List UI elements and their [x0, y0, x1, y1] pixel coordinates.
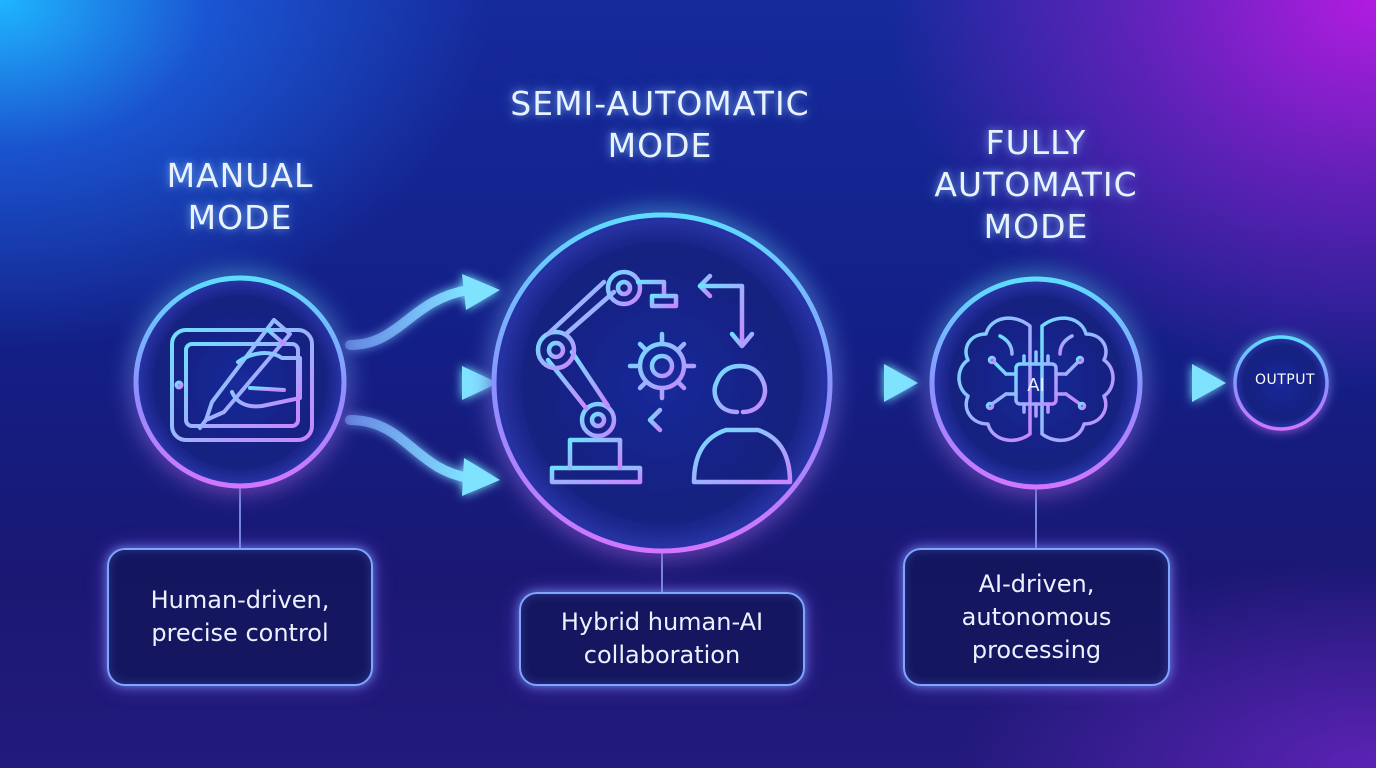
arrow-upper: [345, 285, 473, 350]
stage-title-semi-automatic: SEMI-AUTOMATIC MODE: [510, 84, 810, 165]
fully-automatic-mode-node: AI: [929, 276, 1143, 490]
semi-automatic-mode-node: [491, 212, 833, 554]
robot-arm-gear-person-icon: [535, 269, 793, 485]
ai-brain-icon: [957, 316, 1115, 443]
manual-mode-node: [133, 275, 347, 489]
arrow-semi-to-full: [831, 364, 918, 402]
hand-writing-tablet-icon: [170, 318, 314, 442]
person-icon: [691, 363, 793, 485]
stage-description-semi-automatic: Hybrid human-AI collaboration: [519, 592, 805, 686]
stage-title-fully-automatic: FULLY AUTOMATIC MODE: [934, 123, 1138, 246]
stage-title-manual: MANUAL MODE: [166, 156, 314, 237]
arrowhead-upper: [462, 274, 500, 310]
flow-arrows-manual-to-semi: [345, 285, 475, 483]
arrow-full-to-output: [1141, 364, 1226, 402]
arrow-lower: [345, 415, 475, 483]
connector-lines: [239, 487, 1037, 592]
output-label: OUTPUT: [1254, 372, 1316, 388]
gear-icon: [627, 331, 697, 401]
ai-chip-label: AI: [1027, 375, 1045, 396]
stage-description-manual: Human-driven, precise control: [107, 548, 373, 686]
arrowhead-middle: [462, 366, 498, 400]
flow-arrowheads: [462, 274, 500, 496]
arrowhead-lower: [462, 458, 500, 496]
stage-description-fully-automatic: AI-driven, autonomous processing: [903, 548, 1170, 686]
output-node: [1233, 335, 1329, 431]
